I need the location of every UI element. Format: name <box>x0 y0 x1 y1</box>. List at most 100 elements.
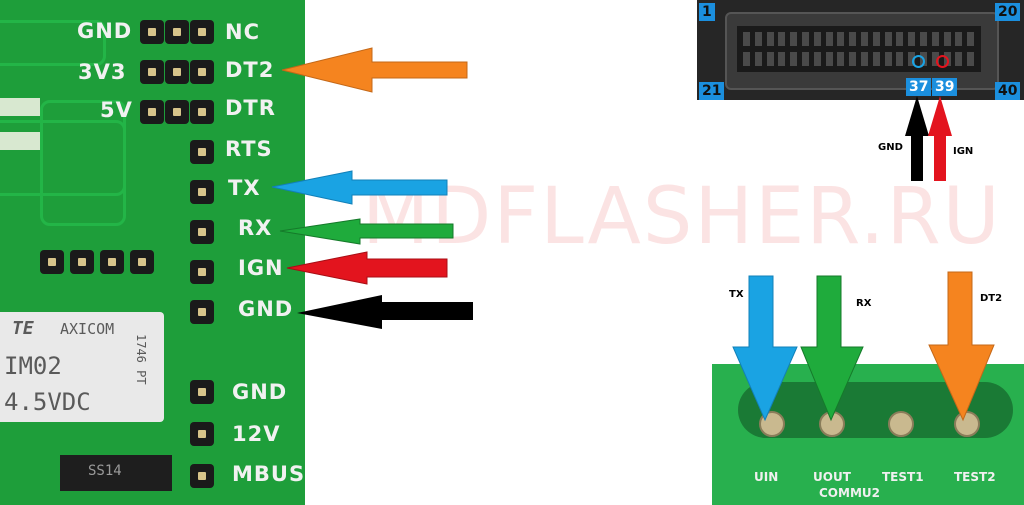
connector-slot <box>837 32 845 46</box>
ecu-connector-photo: 1 20 21 40 37 39 <box>697 0 1024 100</box>
connector-slot <box>931 52 939 66</box>
connector-slot <box>884 32 892 46</box>
header-pin <box>190 260 214 284</box>
header-pin <box>190 140 214 164</box>
header-label-3v3: 3V3 <box>78 60 127 84</box>
pin-label-nc: NC <box>225 20 260 44</box>
left-board-photo: GND 3V3 5V NC DT2 DTR RTS TX RX IGN GND … <box>0 0 305 505</box>
header-pin <box>165 60 189 84</box>
connector-slot <box>743 32 750 46</box>
connector-slot <box>766 52 774 66</box>
connector-corner-20: 20 <box>995 3 1021 21</box>
connector-slot <box>896 52 904 66</box>
header-pin <box>140 60 164 84</box>
connector-slot <box>849 32 857 46</box>
header-pin <box>165 20 189 44</box>
pin-39-marker <box>936 55 949 68</box>
pin-label-gnd: GND <box>238 297 294 321</box>
header-label-gnd: GND <box>77 19 133 43</box>
header-pin <box>190 100 214 124</box>
connector-gnd-label: GND <box>878 142 903 153</box>
pad-label-uout: UOUT <box>813 470 851 484</box>
commu2-rx-label: RX <box>856 298 872 309</box>
connector-slot <box>920 32 927 46</box>
connector-slot <box>802 52 809 66</box>
connector-gnd-arrow <box>905 96 929 181</box>
lower-label-gnd: GND <box>232 380 288 404</box>
relay-brand-te: TE <box>12 318 34 339</box>
connector-slot <box>908 52 916 66</box>
connector-slot <box>825 32 833 46</box>
connector-slot <box>861 52 868 66</box>
pin-label-tx: TX <box>228 176 261 200</box>
connector-slot <box>825 52 833 66</box>
led-component <box>0 98 40 116</box>
connector-slot <box>955 32 963 46</box>
connector-slot <box>766 32 774 46</box>
connector-slot <box>813 52 821 66</box>
header-pin <box>190 180 214 204</box>
diode-label: SS14 <box>88 463 122 479</box>
pad-label-uin: UIN <box>754 470 779 484</box>
relay-model: IM02 <box>4 352 62 380</box>
connector-slot <box>872 52 880 66</box>
connector-ign-label: IGN <box>953 146 974 157</box>
commu2-dt2-label: DT2 <box>980 293 1003 304</box>
gnd-arrow <box>297 295 473 329</box>
pin-37-marker <box>912 55 925 68</box>
header-pin <box>190 20 214 44</box>
connector-slot <box>872 32 880 46</box>
header-label-5v: 5V <box>100 98 133 122</box>
connector-slot <box>967 32 975 46</box>
relay-code: 1746 PT <box>134 334 148 385</box>
connector-pin-39: 39 <box>932 78 958 96</box>
pcb-trace <box>40 100 126 226</box>
header-pin <box>140 20 164 44</box>
connector-slot <box>802 32 809 46</box>
header-pin <box>190 220 214 244</box>
pad-test2 <box>954 411 980 437</box>
connector-slot <box>790 32 798 46</box>
pad-label-test2: TEST2 <box>954 470 996 484</box>
connector-slot <box>955 52 963 66</box>
pad-label-test1: TEST1 <box>882 470 924 484</box>
pin-label-ign: IGN <box>238 256 284 280</box>
header-pin <box>130 250 154 274</box>
pcb-trace <box>0 20 106 66</box>
header-pin <box>140 100 164 124</box>
lower-label-12v: 12V <box>232 422 281 446</box>
relay-brand-axicom: AXICOM <box>60 320 115 338</box>
relay-voltage: 4.5VDC <box>4 388 91 416</box>
connector-corner-1: 1 <box>699 3 715 21</box>
tx-arrow <box>271 170 448 205</box>
connector-corner-40: 40 <box>995 82 1021 100</box>
pin-label-rx: RX <box>238 216 273 240</box>
connector-slot <box>896 32 904 46</box>
pin-label-dtr: DTR <box>225 96 276 120</box>
connector-slot <box>943 32 951 46</box>
connector-slot <box>908 32 916 46</box>
connector-slot <box>790 52 798 66</box>
connector-slot <box>754 52 762 66</box>
connector-slot <box>849 52 857 66</box>
connector-slot <box>967 52 975 66</box>
connector-slot <box>837 52 845 66</box>
connector-slot <box>778 32 786 46</box>
header-pin <box>190 60 214 84</box>
rx-arrow <box>279 218 454 245</box>
commu2-rx-arrow <box>800 275 864 422</box>
dt2-arrow <box>281 47 468 93</box>
header-pin <box>40 250 64 274</box>
connector-corner-21: 21 <box>699 82 725 100</box>
commu2-tx-arrow <box>732 275 798 422</box>
header-pin <box>70 250 94 274</box>
watermark: MDFLASHER.RU <box>362 172 1002 262</box>
connector-pin-37: 37 <box>906 78 932 96</box>
pin-label-dt2: DT2 <box>225 58 275 82</box>
relay-component: TE AXICOM IM02 4.5VDC 1746 PT <box>0 312 164 422</box>
header-pin <box>190 380 214 404</box>
header-pin <box>190 464 214 488</box>
